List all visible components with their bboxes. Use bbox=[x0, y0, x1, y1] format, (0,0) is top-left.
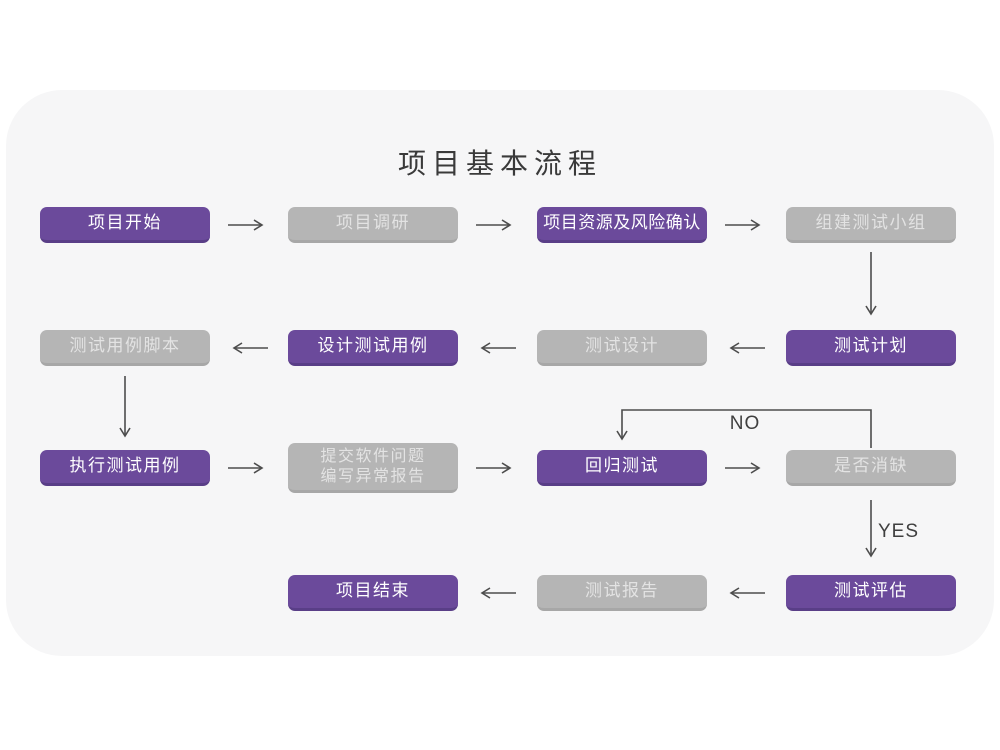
diagram-title: 项目基本流程 bbox=[397, 148, 602, 179]
node-test-plan: 测试计划 bbox=[786, 330, 956, 366]
node-project-start: 项目开始 bbox=[40, 207, 210, 243]
node-design-test-cases: 设计测试用例 bbox=[288, 330, 458, 366]
node-test-design: 测试设计 bbox=[537, 330, 707, 366]
node-execute-test-cases: 执行测试用例 bbox=[40, 450, 210, 486]
node-regression-test: 回归测试 bbox=[537, 450, 707, 486]
flowchart-card bbox=[6, 90, 994, 656]
node-form-test-team: 组建测试小组 bbox=[786, 207, 956, 243]
no-branch-label: NO bbox=[729, 413, 761, 434]
node-project-end: 项目结束 bbox=[288, 575, 458, 611]
node-submit-issues-line2: 编写异常报告 bbox=[320, 467, 426, 485]
yes-branch-label: YES bbox=[878, 521, 920, 542]
node-submit-issues-line1: 提交软件问题 bbox=[320, 448, 426, 466]
node-submit-issues-report: 提交软件问题 编写异常报告 bbox=[288, 443, 458, 493]
node-test-report: 测试报告 bbox=[537, 575, 707, 611]
node-resources-risk-confirm: 项目资源及风险确认 bbox=[537, 207, 707, 243]
node-test-evaluation: 测试评估 bbox=[786, 575, 956, 611]
node-project-research: 项目调研 bbox=[288, 207, 458, 243]
node-defect-cleared-decision: 是否消缺 bbox=[786, 450, 956, 486]
node-test-case-scripts: 测试用例脚本 bbox=[40, 330, 210, 366]
